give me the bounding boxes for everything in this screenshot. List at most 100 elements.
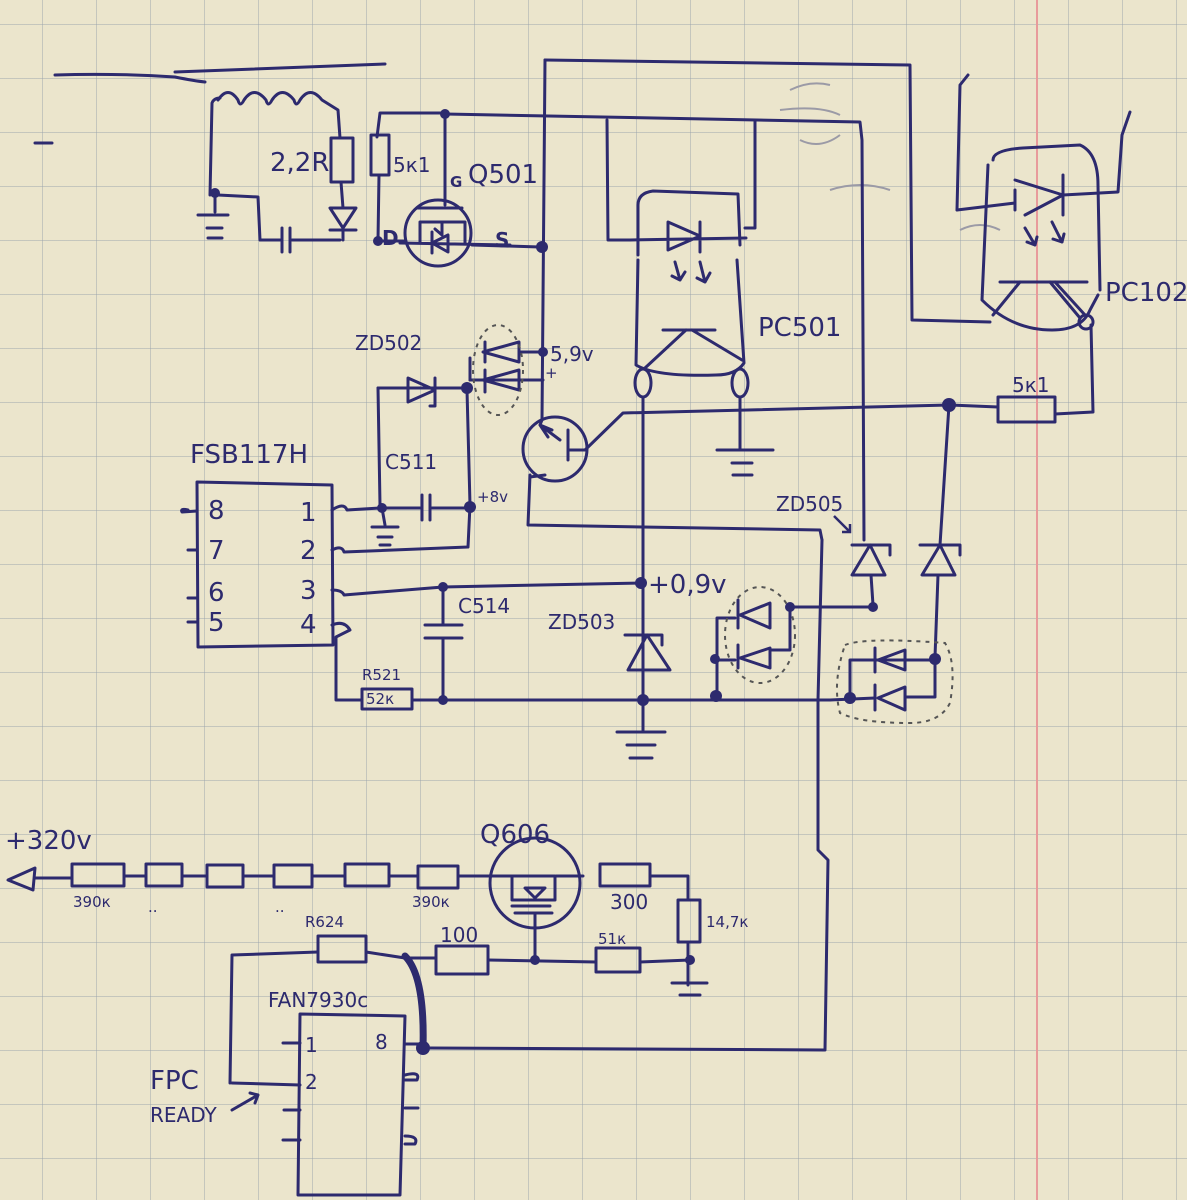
pin-2-label: 2 <box>300 536 317 566</box>
pc102-body <box>991 143 1102 292</box>
r390k-last-label: 390к <box>412 893 450 911</box>
wire <box>605 118 632 242</box>
top-scribble <box>33 62 387 145</box>
wire <box>468 350 545 382</box>
junction-dot <box>710 690 722 702</box>
mosfet-symbol <box>486 874 585 962</box>
voltage-0v9-label: +0,9v <box>648 570 727 600</box>
fan7930-ic <box>296 1012 407 1197</box>
resistor-300 <box>598 862 652 888</box>
fan7930-label: FAN7930c <box>268 988 369 1012</box>
zd503-zener <box>623 633 672 672</box>
wire <box>470 243 542 249</box>
zd502-label: ZD502 <box>355 331 423 355</box>
diode-symbol <box>328 206 358 242</box>
pointer-arrow-icon <box>833 515 852 534</box>
margin-line <box>1036 0 1038 1200</box>
r300-label: 300 <box>610 890 649 914</box>
fsb117h-label: FSB117H <box>190 440 309 470</box>
r624-label: R624 <box>305 913 345 931</box>
ground-symbol <box>196 196 230 240</box>
pin-4-label: 4 <box>300 610 317 640</box>
ic-pins-left <box>180 507 199 624</box>
wire <box>1053 323 1095 416</box>
source-label: S <box>495 228 510 252</box>
fsb117h-ic <box>195 480 335 649</box>
r51k-label: 51к <box>598 930 627 948</box>
r14k7-label: 14,7к <box>706 913 749 931</box>
pc102-led <box>1013 173 1065 217</box>
ground-symbol <box>670 940 709 997</box>
pc501-body <box>634 258 746 377</box>
r390k-first-label: 390к <box>73 893 111 911</box>
wire <box>486 958 692 964</box>
q501-mosfet <box>403 198 473 268</box>
diode-symbol <box>736 643 772 670</box>
junction-dot <box>538 347 548 357</box>
zd505-label: ZD505 <box>776 492 844 516</box>
resistor-5k1-right <box>996 395 1057 424</box>
ground-symbol <box>715 395 775 477</box>
junction-dot <box>416 1041 430 1055</box>
zd505-zener <box>850 543 892 607</box>
c511-capacitor <box>380 493 472 522</box>
wire <box>1061 110 1132 197</box>
pc501-body <box>636 189 742 257</box>
wire <box>216 193 342 242</box>
wire <box>228 950 320 1085</box>
faint-backside-writing <box>779 82 1001 231</box>
fan-pin-1-label: 1 <box>305 1033 318 1057</box>
wire <box>743 118 757 230</box>
resistor-5k1 <box>369 133 391 177</box>
ground-symbol <box>370 506 400 547</box>
hv-label: +320v <box>5 826 92 856</box>
thick-wire <box>401 952 427 1052</box>
fan-pin-8-label: 8 <box>375 1030 388 1054</box>
arrow-icon <box>6 866 37 892</box>
wire <box>339 180 345 210</box>
dashed-outline <box>724 586 796 684</box>
r521-label: R521 <box>362 666 402 684</box>
pc501-pin <box>633 367 653 399</box>
junction-dot <box>710 654 720 664</box>
light-arrows-icon <box>670 260 712 284</box>
resistor-100 <box>434 944 490 976</box>
pc501-label: PC501 <box>758 313 842 343</box>
ready-label: READY <box>150 1103 217 1127</box>
pc102-pin <box>1077 313 1095 331</box>
dashed-outline <box>836 639 954 725</box>
junction-dot <box>868 602 878 612</box>
diode-symbol <box>736 598 772 630</box>
mosfet-symbol <box>398 112 512 255</box>
pin-1-label: 1 <box>300 498 317 528</box>
resistor-chain <box>70 862 490 890</box>
pin-7-label: 7 <box>208 536 225 566</box>
arrow-icon <box>230 1091 260 1112</box>
wire <box>648 874 690 902</box>
diode-symbol <box>873 683 907 712</box>
pin-5-label: 5 <box>208 608 225 638</box>
dashed-outline <box>472 324 524 416</box>
wire <box>955 73 970 212</box>
pc501-led <box>628 220 748 254</box>
inductor <box>208 91 342 197</box>
fan-pin-2-label: 2 <box>305 1070 318 1094</box>
r22-label: 2,2R <box>270 148 330 178</box>
wire <box>526 473 824 542</box>
ground-symbol <box>615 698 667 760</box>
pc102-label: PC102 <box>1105 278 1187 308</box>
pin-8-label: 8 <box>208 496 225 526</box>
c514-capacitor <box>423 585 464 702</box>
gate-label: G <box>450 173 463 191</box>
fpc-label: FPC <box>150 1066 199 1096</box>
wire <box>441 581 642 589</box>
ic-pins <box>230 1041 420 1146</box>
light-arrows-icon <box>1023 220 1066 247</box>
junction-dot <box>635 577 647 589</box>
wire <box>376 386 382 507</box>
pin-6-label: 6 <box>208 578 225 608</box>
capacitor-symbol <box>280 226 292 254</box>
wire <box>375 111 447 139</box>
